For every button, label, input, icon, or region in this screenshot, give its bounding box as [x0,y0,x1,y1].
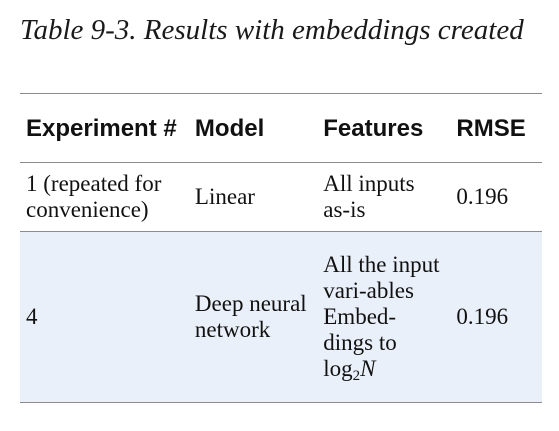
table-header-row: Experiment # Model Features RMSE [20,93,542,163]
results-table: Experiment # Model Features RMSE 1 (repe… [20,93,542,403]
table-caption: Table 9-3. Results with embeddings creat… [20,14,524,46]
header-features: Features [317,93,451,163]
header-model: Model [188,93,318,163]
header-rmse: RMSE [450,93,542,163]
header-experiment: Experiment # [20,93,189,163]
log-base-subscript: 2 [352,368,361,384]
features-line-2-text: Embed-dings to log [323,304,397,381]
table-row: 4 Deep neural network All the input vari… [20,231,542,403]
table-row: 1 (repeated for convenience) Linear All … [20,162,542,232]
cell-rmse: 0.196 [450,162,542,232]
features-line-2: Embed-dings to log2N [323,304,397,384]
log-variable: N [360,356,376,381]
cell-features: All inputs as-is [317,162,451,232]
cell-experiment: 1 (repeated for convenience) [20,162,189,232]
cell-model: Deep neural network [188,231,318,403]
features-line-1: All the input vari-ables [323,252,440,303]
cell-features: All the input vari-ables Embed-dings to … [317,231,451,403]
cell-experiment: 4 [20,231,189,403]
cell-rmse: 0.196 [450,231,542,403]
cell-model: Linear [188,162,318,232]
